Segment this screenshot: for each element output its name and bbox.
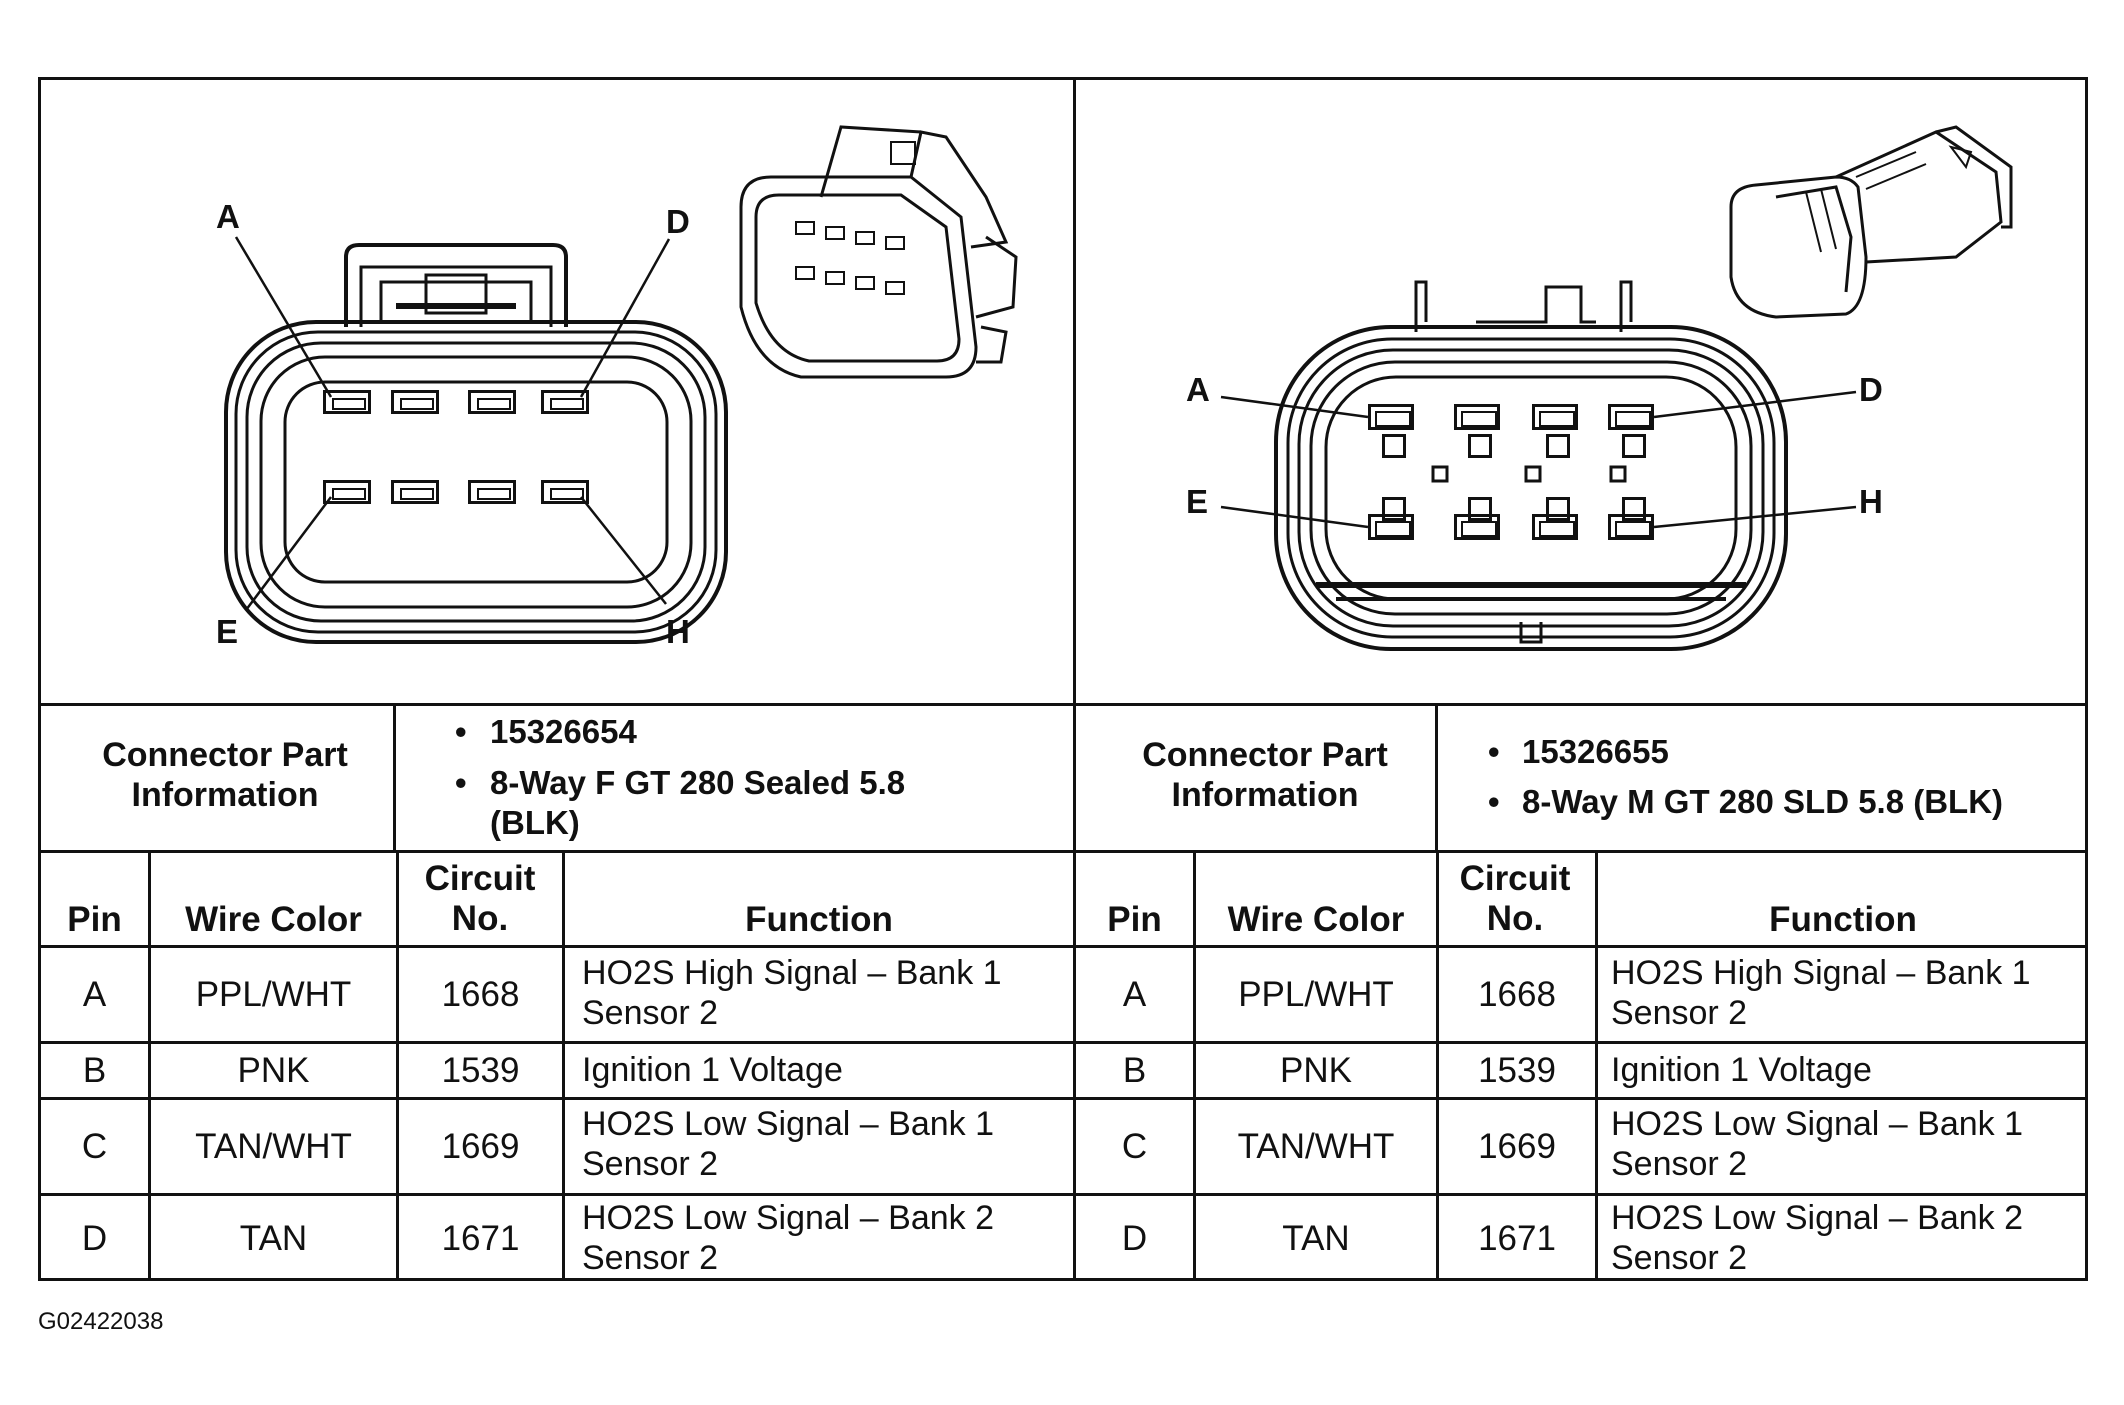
cell-pin: B <box>1122 1050 1147 1090</box>
pin-cavity-h <box>541 480 589 504</box>
cell-pin: A <box>1122 974 1147 1014</box>
rule-header-bottom <box>38 945 2088 948</box>
pin-g <box>1532 497 1578 540</box>
cell-function: HO2S Low Signal – Bank 2 Sensor 2 <box>582 1199 995 1277</box>
cell-pin: C <box>81 1126 108 1166</box>
col-header-wire-color: Wire Color <box>185 900 362 939</box>
cell-circuit: 1669 <box>441 1126 520 1166</box>
col-line-r3 <box>1595 850 1598 1281</box>
part-info-label: Connector Part Information <box>102 736 348 814</box>
male-connector-perspective-icon <box>1729 125 2013 319</box>
pin-cavity-f <box>391 480 439 504</box>
female-connector-panel: A D E H <box>41 77 1073 704</box>
col-line-l2 <box>396 850 399 1281</box>
cell-circuit: 1671 <box>441 1218 520 1258</box>
cell-pin: B <box>82 1050 107 1090</box>
pin-cavity-a <box>323 390 371 414</box>
cell-circuit: 1539 <box>1478 1050 1556 1090</box>
pin-a <box>1368 404 1414 458</box>
rule-row-1 <box>38 1041 2088 1044</box>
cell-function: HO2S Low Signal – Bank 2 Sensor 2 <box>1611 1199 2024 1277</box>
pin-label-d: D <box>666 203 690 240</box>
col-line-r-info <box>1435 703 1438 850</box>
pin-label-a: A <box>1186 371 1210 408</box>
pin-label-d: D <box>1859 371 1883 408</box>
part-number: 15326655 <box>1522 733 1669 770</box>
pin-b <box>1454 404 1500 458</box>
rule-header-top <box>38 850 2088 853</box>
diagram-frame <box>38 77 2088 1281</box>
pin-h <box>1608 497 1654 540</box>
cell-pin: D <box>1121 1218 1148 1258</box>
col-header-function: Function <box>1769 900 1917 939</box>
cell-function: Ignition 1 Voltage <box>1611 1051 1872 1089</box>
col-header-pin: Pin <box>67 900 122 939</box>
cell-function: HO2S High Signal – Bank 1 Sensor 2 <box>582 954 1002 1032</box>
col-line-l-info <box>393 703 396 850</box>
part-info-label: Connector Part Information <box>1142 736 1388 814</box>
part-info-bullet: • <box>1488 733 1500 770</box>
pin-label-e: E <box>216 613 239 650</box>
male-connector-panel: A D E H <box>1076 77 2085 704</box>
pin-cavity-g <box>468 480 516 504</box>
rule-top-of-info <box>38 703 2088 706</box>
rule-row-3 <box>38 1193 2088 1196</box>
female-leader-lines <box>234 236 671 611</box>
pin-e <box>1368 497 1414 540</box>
cell-circuit: 1671 <box>1478 1218 1556 1258</box>
part-description: 8-Way F GT 280 Sealed 5.8 (BLK) <box>490 764 906 841</box>
cell-circuit: 1668 <box>1478 974 1556 1014</box>
cell-function: Ignition 1 Voltage <box>582 1051 843 1089</box>
part-number: 15326654 <box>490 713 637 750</box>
pin-d <box>1608 404 1654 458</box>
pin-cavity-e <box>323 480 371 504</box>
cell-wire-color: PPL/WHT <box>195 974 352 1014</box>
pin-f <box>1454 497 1500 540</box>
cell-function: HO2S High Signal – Bank 1 Sensor 2 <box>1611 954 2031 1032</box>
center-divider <box>1073 77 1076 1281</box>
col-line-l3 <box>562 850 565 1281</box>
cell-wire-color: TAN <box>239 1218 308 1258</box>
col-header-circuit: Circuit No. <box>1459 859 1571 938</box>
male-leader-lines-and-keys <box>1220 390 1857 529</box>
part-info-bullet: • <box>1488 783 1500 820</box>
cell-pin: D <box>81 1218 108 1258</box>
pin-label-a: A <box>216 198 240 235</box>
col-line-r1 <box>1193 850 1196 1281</box>
col-header-pin: Pin <box>1107 900 1162 939</box>
cell-wire-color: TAN/WHT <box>195 1126 352 1166</box>
cell-wire-color: PNK <box>237 1050 310 1090</box>
part-description: 8-Way M GT 280 SLD 5.8 (BLK) <box>1522 783 2004 820</box>
cell-circuit: 1668 <box>441 974 520 1014</box>
figure-id: G02422038 <box>38 1308 164 1335</box>
col-header-circuit: Circuit No. <box>424 859 536 938</box>
pin-label-e: E <box>1186 483 1209 520</box>
pin-label-h: H <box>666 613 690 650</box>
col-header-function: Function <box>745 900 893 939</box>
part-info-bullet: • <box>455 764 467 801</box>
col-header-wire-color: Wire Color <box>1227 900 1405 939</box>
cell-function: HO2S Low Signal – Bank 1 Sensor 2 <box>582 1105 995 1183</box>
pin-label-h: H <box>1859 483 1883 520</box>
cell-pin: C <box>1121 1126 1148 1166</box>
pin-cavity-d <box>541 390 589 414</box>
cell-pin: A <box>82 974 107 1014</box>
female-connector-perspective-icon <box>739 125 1018 379</box>
cell-circuit: 1669 <box>1478 1126 1556 1166</box>
cell-wire-color: TAN/WHT <box>1237 1126 1395 1166</box>
part-info-bullet: • <box>455 713 467 750</box>
cell-function: HO2S Low Signal – Bank 1 Sensor 2 <box>1611 1105 2024 1183</box>
pin-c <box>1532 404 1578 458</box>
male-connector-face-drawing <box>1274 280 1788 651</box>
rule-row-2 <box>38 1097 2088 1100</box>
cell-circuit: 1539 <box>441 1050 520 1090</box>
cell-wire-color: PPL/WHT <box>1238 974 1394 1014</box>
col-line-l1 <box>148 850 151 1281</box>
col-line-r2 <box>1436 850 1439 1281</box>
cell-wire-color: PNK <box>1280 1050 1352 1090</box>
pin-cavity-c <box>468 390 516 414</box>
cell-wire-color: TAN <box>1282 1218 1350 1258</box>
pin-cavity-b <box>391 390 439 414</box>
